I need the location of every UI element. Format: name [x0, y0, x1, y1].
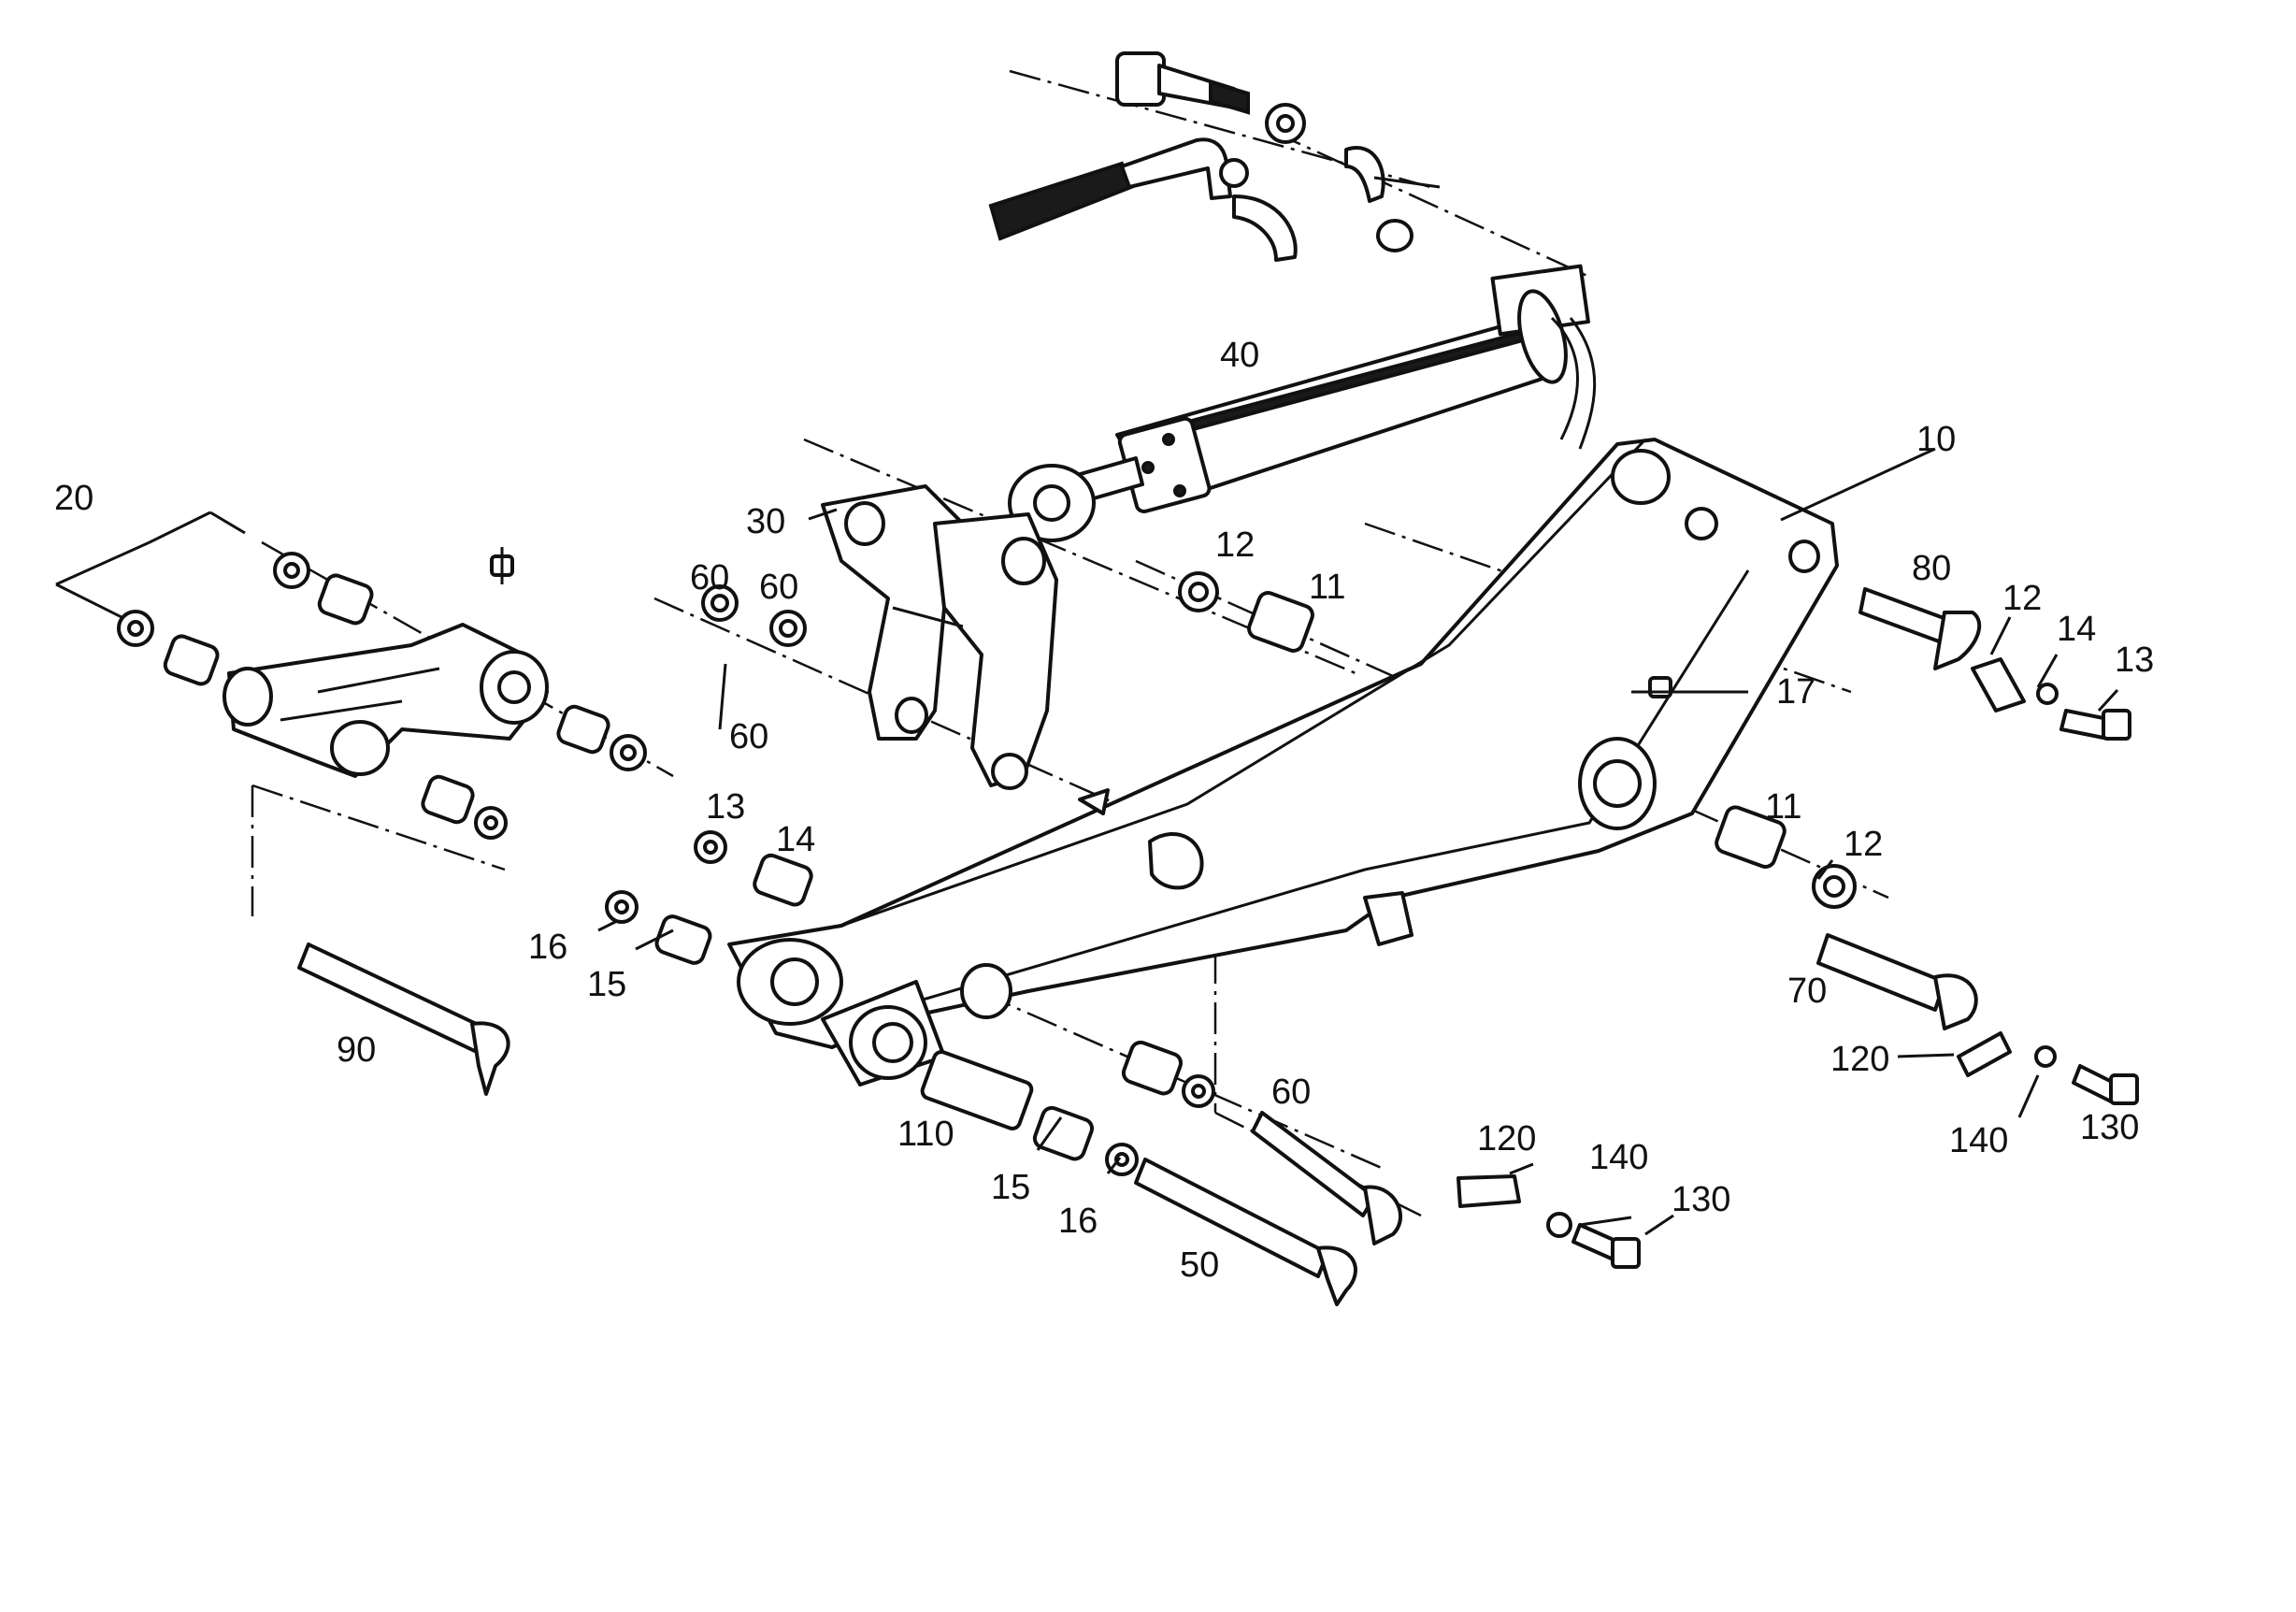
callout-60: 60 — [729, 717, 768, 756]
callout-60: 60 — [759, 568, 798, 607]
callout-17: 17 — [1776, 672, 1815, 712]
callout-70: 70 — [1787, 972, 1827, 1011]
callout-16: 16 — [1058, 1202, 1098, 1241]
callout-50: 50 — [1180, 1245, 1219, 1285]
callout-10: 10 — [1916, 420, 1956, 459]
plates-and-bolts — [490, 547, 2139, 1269]
callout-15: 15 — [991, 1168, 1030, 1207]
callout-60: 60 — [1271, 1072, 1311, 1112]
callout-11: 11 — [1309, 568, 1345, 607]
callout-14: 14 — [2057, 610, 2096, 649]
callout-13: 13 — [706, 787, 745, 827]
callout-130: 130 — [2080, 1108, 2139, 1147]
callout-16: 16 — [528, 928, 567, 967]
callout-11: 11 — [1765, 787, 1801, 827]
pins — [297, 587, 1982, 1306]
callout-140: 140 — [1949, 1121, 2008, 1160]
callout-120: 120 — [1830, 1040, 1889, 1079]
callout-leaders — [55, 447, 2119, 1236]
bushings-washers — [117, 552, 2059, 1238]
callout-60: 60 — [690, 558, 729, 597]
callout-labels: 40 10 20 30 12 11 60 60 60 80 12 14 13 1… — [54, 336, 2154, 1285]
callout-13: 13 — [2115, 640, 2154, 680]
callout-120: 120 — [1477, 1119, 1536, 1159]
callout-40: 40 — [1220, 336, 1259, 375]
callout-90: 90 — [337, 1030, 376, 1070]
hose-and-fittings — [988, 51, 1441, 262]
callout-12: 12 — [1215, 525, 1255, 565]
part-10-lift-arm — [727, 438, 1839, 1087]
callout-110: 110 — [897, 1115, 954, 1154]
part-40-hydraulic-cylinder — [1008, 264, 1597, 542]
part-20-rocker — [222, 623, 549, 778]
callout-14: 14 — [776, 820, 815, 859]
callout-130: 130 — [1672, 1180, 1730, 1219]
callout-15: 15 — [587, 965, 626, 1004]
callout-12: 12 — [2002, 579, 2042, 618]
callout-20: 20 — [54, 479, 93, 518]
callout-30: 30 — [746, 502, 785, 541]
part-30-linkage-plates — [821, 484, 1058, 790]
callout-12: 12 — [1844, 825, 1883, 864]
callout-80: 80 — [1912, 549, 1951, 588]
callout-140: 140 — [1589, 1138, 1648, 1177]
